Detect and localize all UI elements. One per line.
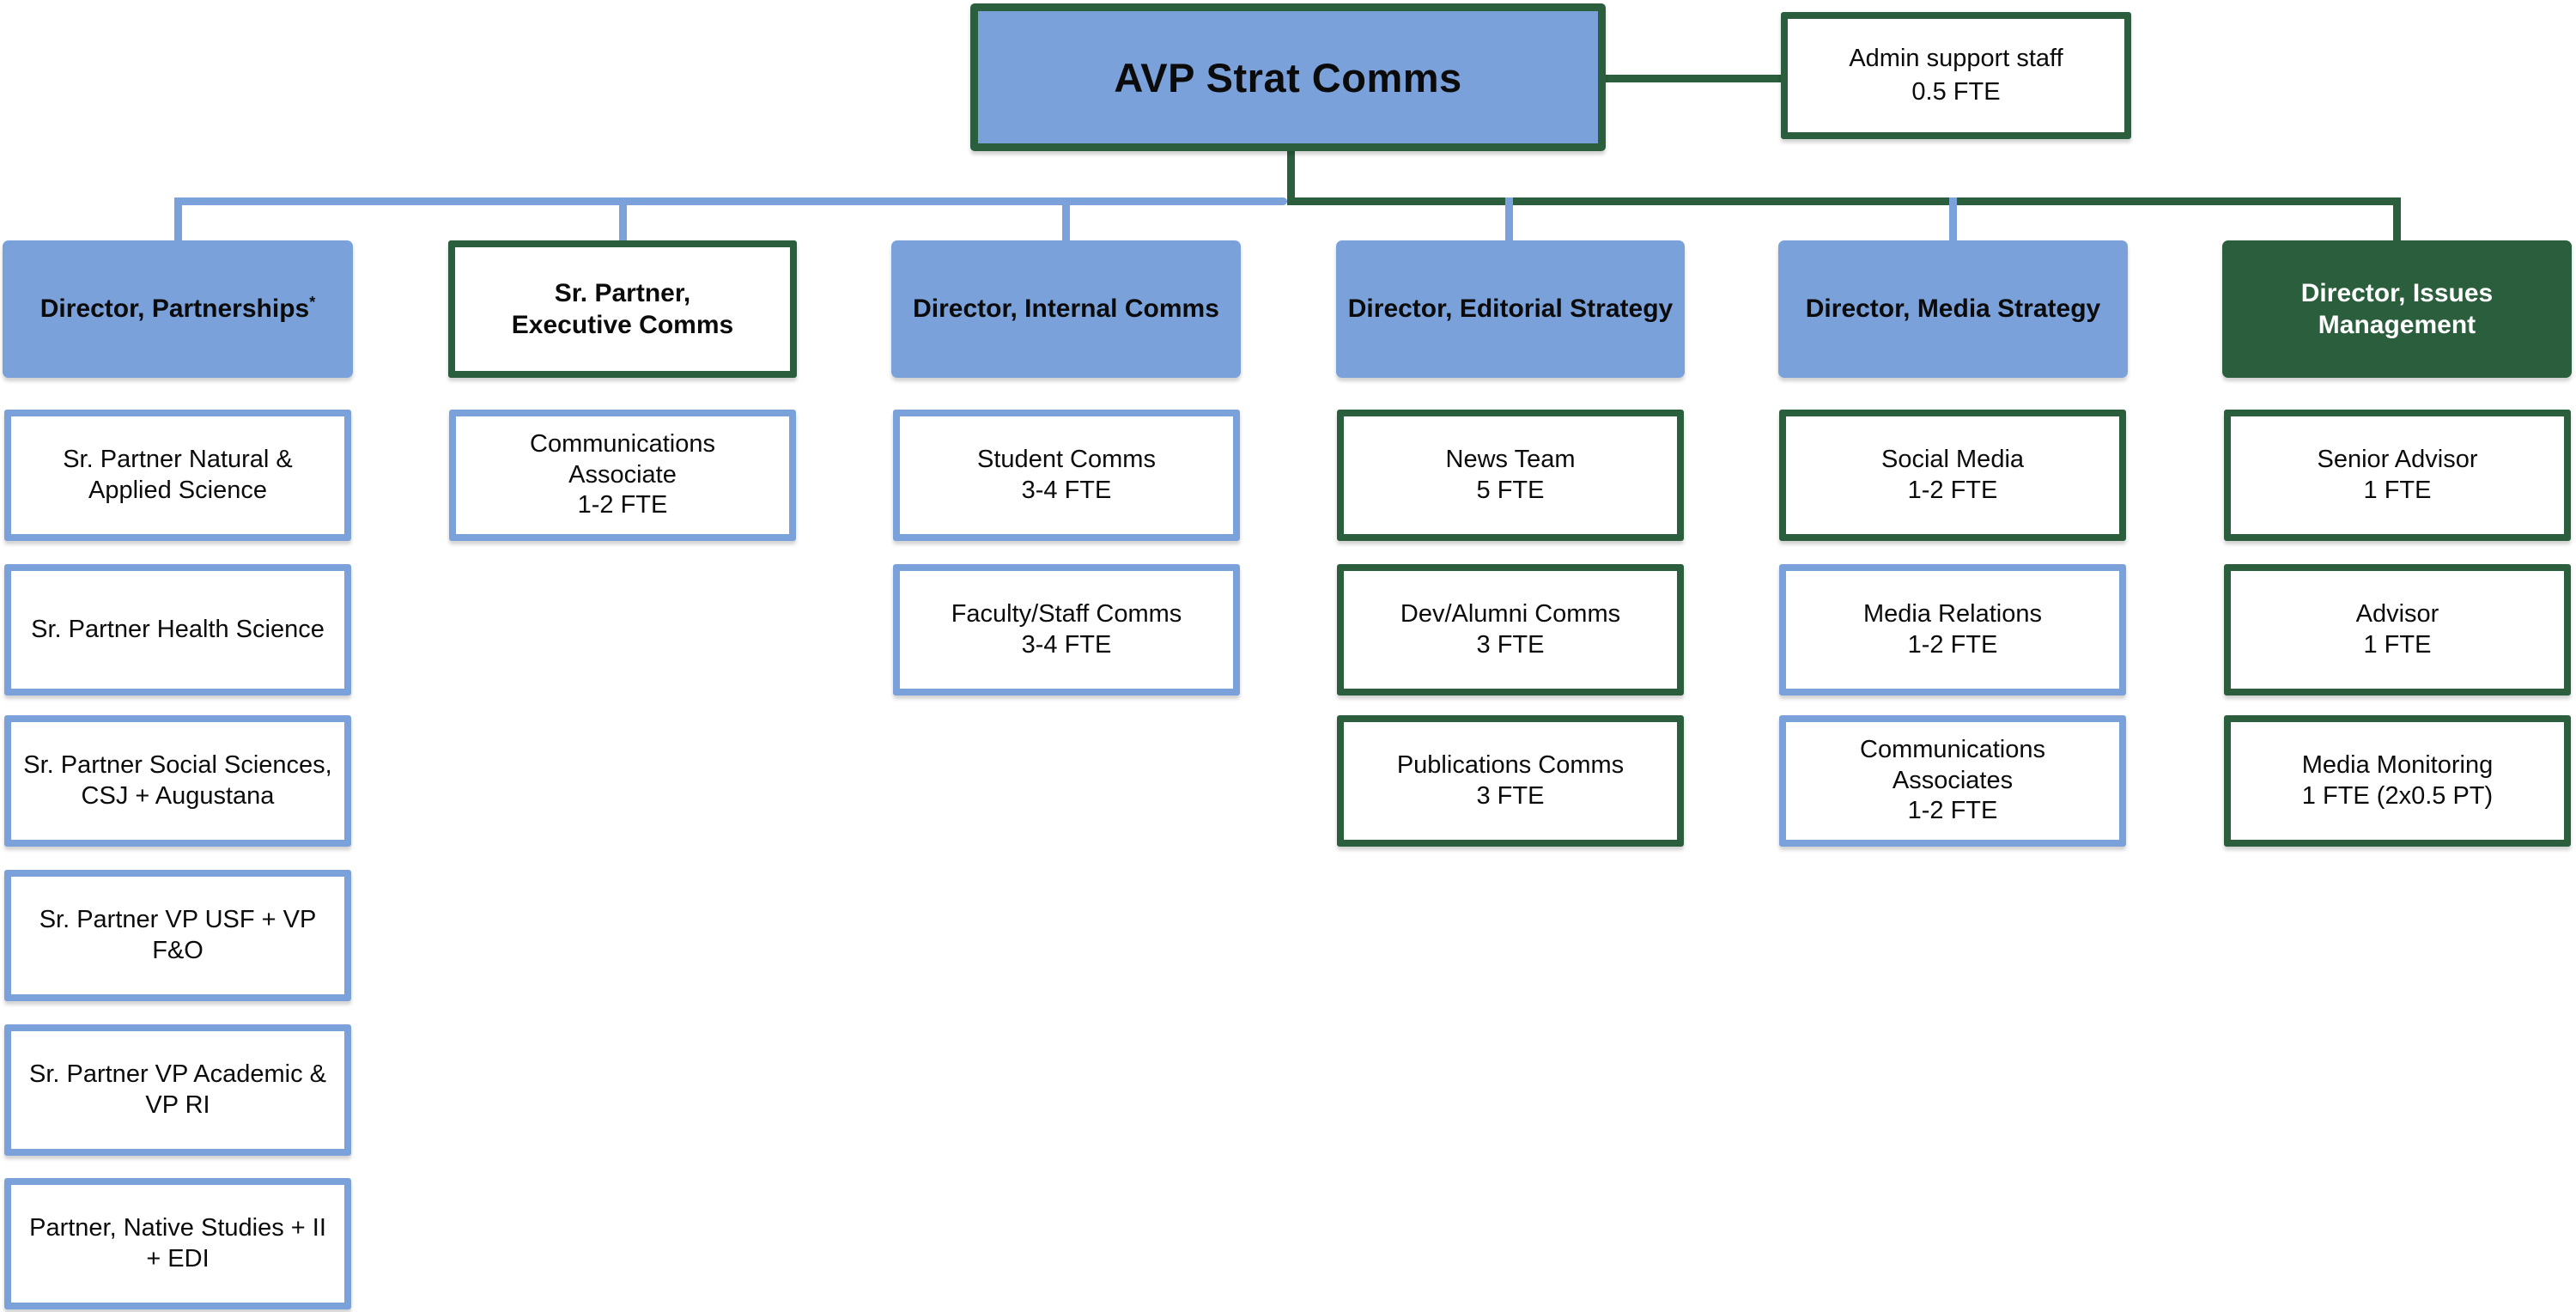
director-editorial-strategy-box: Director, Editorial Strategy	[1336, 240, 1685, 378]
child-box-vp-academic-ri: Sr. Partner VP Academic & VP RI	[4, 1024, 351, 1156]
connector-branch-right-green	[1287, 197, 2401, 205]
child-box-natural-applied-science: Sr. Partner Natural & Applied Science	[4, 410, 351, 541]
child-box-communications-associates: Communications Associates 1-2 FTE	[1779, 715, 2126, 847]
child-box-native-studies: Partner, Native Studies + II + EDI	[4, 1178, 351, 1309]
footnote-asterisk: *	[309, 294, 316, 312]
child-box-student-comms: Student Comms 3-4 FTE	[893, 410, 1240, 541]
child-box-vp-usf-fo: Sr. Partner VP USF + VP F&O	[4, 870, 351, 1001]
child-box-media-monitoring: Media Monitoring 1 FTE (2x0.5 PT)	[2224, 715, 2571, 847]
child-box-health-science: Sr. Partner Health Science	[4, 564, 351, 695]
sr-partner-executive-comms-box: Sr. Partner, Executive Comms	[448, 240, 797, 378]
director-partnerships-label: Director, Partnerships*	[39, 294, 316, 324]
connector-drop-editorial-strategy	[1505, 197, 1513, 240]
connector-drop-issues-management	[2393, 197, 2401, 240]
connector-root-drop	[1287, 149, 1295, 201]
admin-support-staff-box: Admin support staff 0.5 FTE	[1781, 12, 2131, 139]
avp-strat-comms-box: AVP Strat Comms	[970, 3, 1606, 151]
child-box-media-relations: Media Relations 1-2 FTE	[1779, 564, 2126, 695]
child-box-social-sciences: Sr. Partner Social Sciences, CSJ + Augus…	[4, 715, 351, 847]
child-box-news-team: News Team 5 FTE	[1337, 410, 1684, 541]
child-box-dev-alumni-comms: Dev/Alumni Comms 3 FTE	[1337, 564, 1684, 695]
connector-drop-partnerships	[174, 197, 182, 240]
director-partnerships-box: Director, Partnerships*	[3, 240, 353, 378]
director-media-strategy-box: Director, Media Strategy	[1778, 240, 2128, 378]
director-issues-management-box: Director, Issues Management	[2222, 240, 2572, 378]
director-internal-comms-box: Director, Internal Comms	[891, 240, 1241, 378]
connector-drop-internal-comms	[1062, 197, 1070, 240]
child-box-senior-advisor: Senior Advisor 1 FTE	[2224, 410, 2571, 541]
child-box-communications-associate: Communications Associate 1-2 FTE	[449, 410, 796, 541]
connector-drop-media-strategy	[1949, 197, 1957, 240]
child-box-advisor: Advisor 1 FTE	[2224, 564, 2571, 695]
child-box-social-media: Social Media 1-2 FTE	[1779, 410, 2126, 541]
child-box-publications-comms: Publications Comms 3 FTE	[1337, 715, 1684, 847]
connector-branch-left-blue	[174, 197, 1287, 205]
connector-root-to-admin	[1606, 75, 1781, 82]
child-box-faculty-staff-comms: Faculty/Staff Comms 3-4 FTE	[893, 564, 1240, 695]
connector-drop-executive-comms	[619, 197, 627, 240]
